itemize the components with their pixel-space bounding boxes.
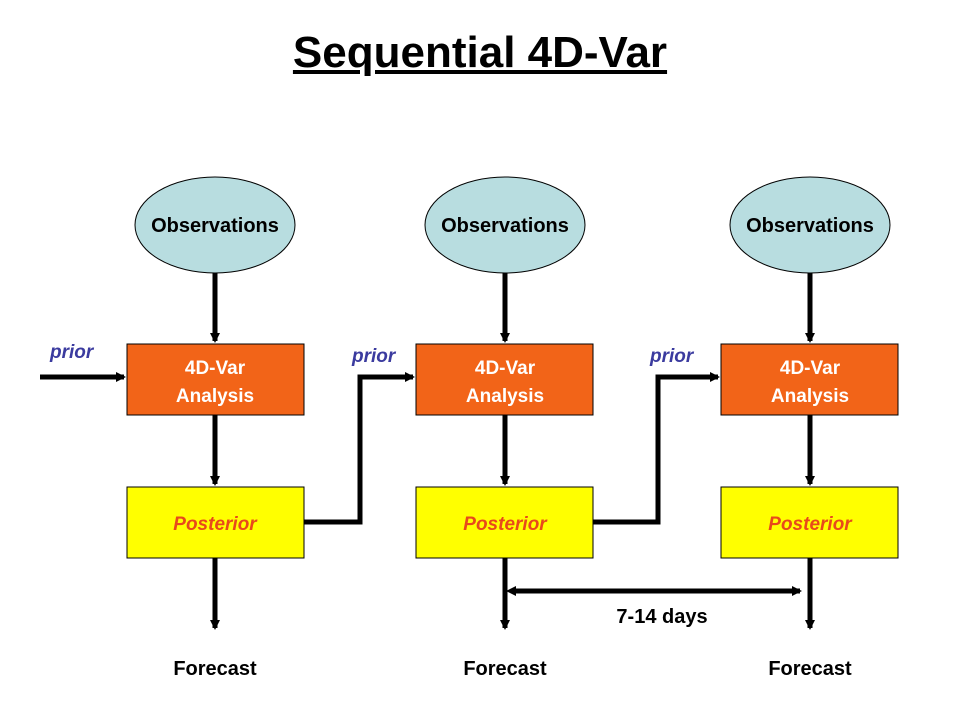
interval-label: 7-14 days <box>616 606 707 628</box>
prior-label: prior <box>649 346 695 367</box>
observations-label: Observations <box>151 215 279 237</box>
analysis-label-line2: Analysis <box>771 386 849 407</box>
observations-label: Observations <box>441 215 569 237</box>
column-2: Observations 4D-Var Analysis Posterior F… <box>304 176 594 680</box>
posterior-box <box>126 486 305 559</box>
slide-title: Sequential 4D-Var <box>292 28 668 77</box>
analysis-box <box>720 343 899 416</box>
analysis-label-line2: Analysis <box>466 386 544 407</box>
posterior-label: Posterior <box>173 514 258 535</box>
analysis-label-line1: 4D-Var <box>185 358 246 379</box>
prior-link-arrow <box>593 372 720 525</box>
posterior-label: Posterior <box>463 514 548 535</box>
prior-label: prior <box>351 346 397 367</box>
forecast-label: Forecast <box>173 658 257 680</box>
analysis-label-line2: Analysis <box>176 386 254 407</box>
analysis-box <box>415 343 594 416</box>
analysis-label-line1: 4D-Var <box>780 358 841 379</box>
prior-label: prior <box>49 342 95 363</box>
column-1: Observations 4D-Var Analysis Posterior F… <box>40 176 305 680</box>
posterior-label: Posterior <box>768 514 853 535</box>
forecast-label: Forecast <box>463 658 547 680</box>
prior-link-arrow <box>304 372 415 525</box>
observations-label: Observations <box>746 215 874 237</box>
analysis-label-line1: 4D-Var <box>475 358 536 379</box>
forecast-label: Forecast <box>768 658 852 680</box>
posterior-box <box>415 486 594 559</box>
column-3: Observations 4D-Var Analysis Posterior F… <box>593 176 899 680</box>
